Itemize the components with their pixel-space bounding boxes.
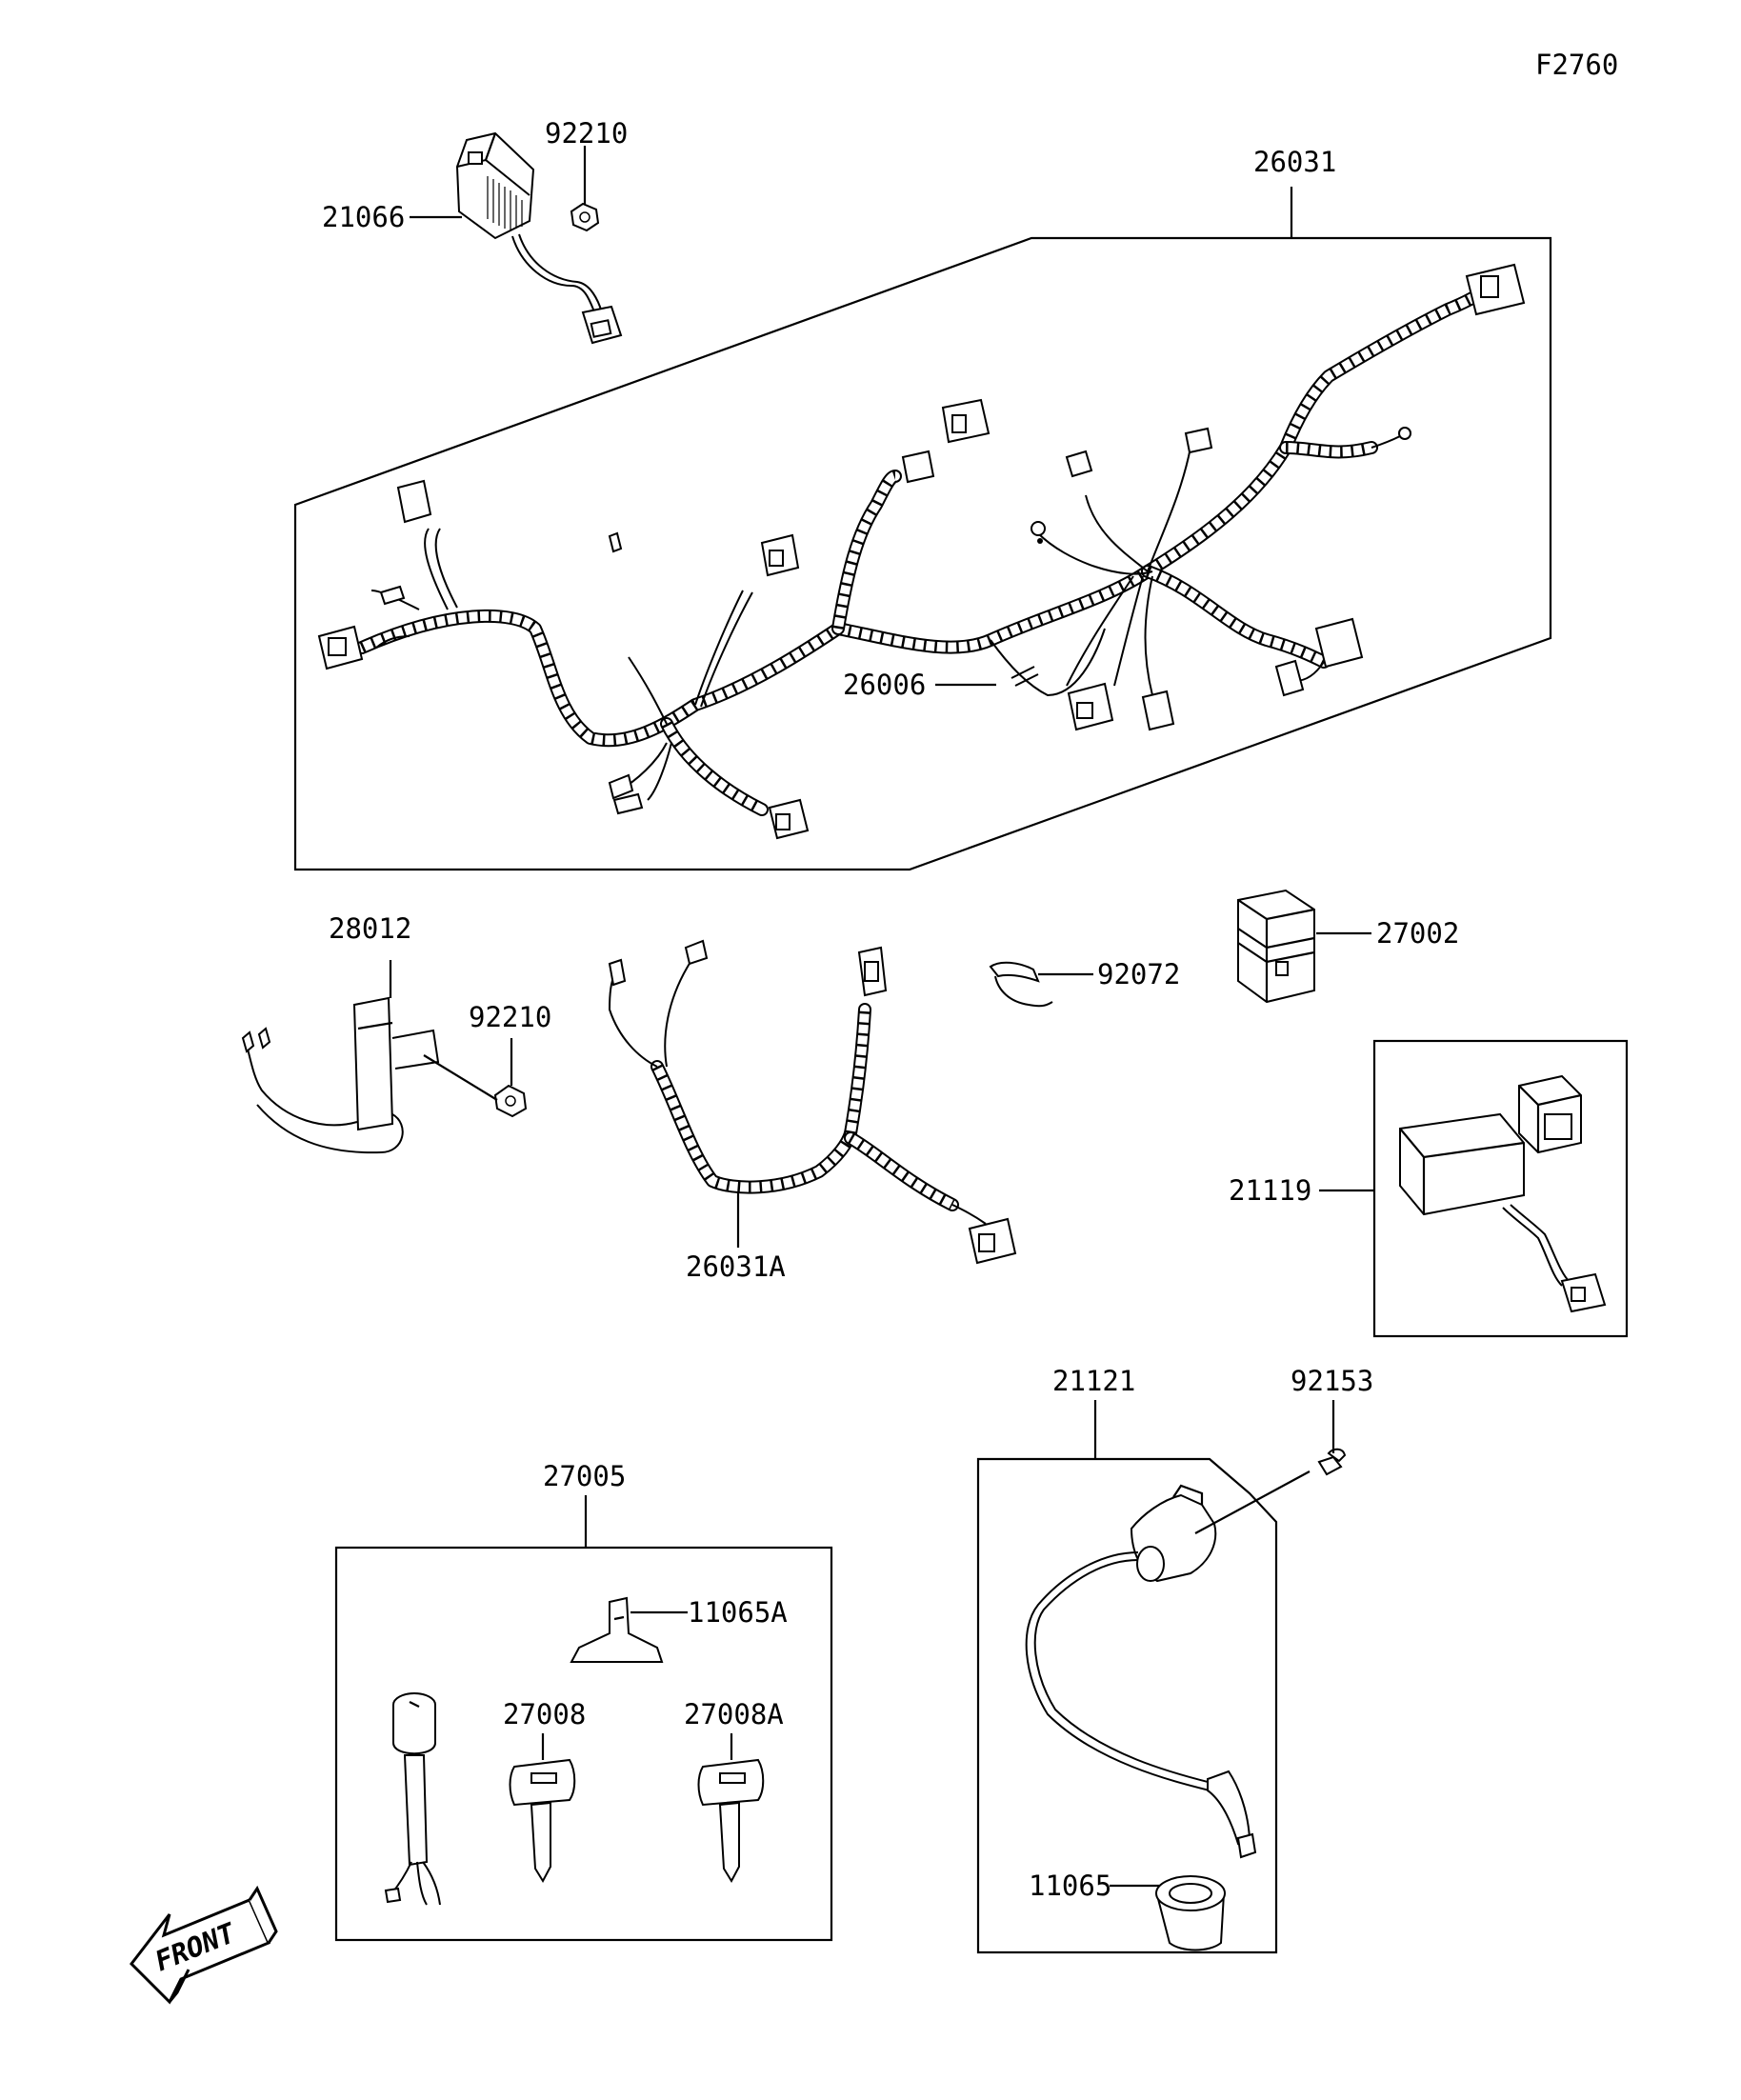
part-27008A-key[interactable] — [697, 1758, 765, 1884]
label-26006: 26006 — [843, 669, 926, 701]
box-21119 — [1372, 1039, 1629, 1338]
label-92210-top: 92210 — [545, 117, 628, 150]
label-26031A: 26031A — [686, 1250, 786, 1283]
part-21119-cdi-unit[interactable] — [1399, 1074, 1607, 1313]
front-arrow-icon — [130, 1885, 278, 2005]
label-26031: 26031 — [1253, 146, 1336, 178]
part-92072-band[interactable] — [989, 961, 1053, 1008]
figure-code: F2760 — [1535, 49, 1618, 81]
label-27008: 27008 — [503, 1698, 586, 1730]
label-92210-mid: 92210 — [469, 1001, 551, 1033]
label-92153: 92153 — [1291, 1365, 1373, 1397]
label-11065A: 11065A — [688, 1596, 788, 1629]
part-11065A-dust-cover[interactable] — [570, 1596, 664, 1663]
label-28012: 28012 — [329, 912, 411, 945]
label-21066: 21066 — [322, 201, 405, 233]
label-27002: 27002 — [1376, 917, 1459, 950]
label-27008A: 27008A — [684, 1698, 784, 1730]
box-27005 — [334, 1546, 833, 1942]
label-21121: 21121 — [1052, 1365, 1135, 1397]
part-26031-main-harness[interactable] — [317, 263, 1526, 840]
part-92210-nut-top[interactable] — [570, 202, 600, 232]
label-21119: 21119 — [1229, 1174, 1311, 1207]
part-ignition-switch[interactable] — [384, 1692, 441, 1906]
label-11065: 11065 — [1029, 1870, 1111, 1902]
part-21121-ignition-coil[interactable] — [1025, 1470, 1311, 1859]
part-27008-key[interactable] — [509, 1758, 576, 1884]
part-27002-relay[interactable] — [1237, 889, 1315, 1004]
part-11065-cap[interactable] — [1155, 1875, 1226, 1951]
box-26031 — [293, 236, 1552, 871]
label-27005: 27005 — [543, 1460, 626, 1492]
part-21066-regulator[interactable] — [455, 131, 623, 345]
label-92072: 92072 — [1097, 958, 1180, 990]
part-92210-nut-mid[interactable] — [493, 1084, 528, 1118]
part-26031A-sub-harness[interactable] — [608, 939, 1017, 1265]
part-92153-bolt[interactable] — [1317, 1448, 1347, 1476]
box-21121 — [976, 1457, 1278, 1954]
part-28012-sensor[interactable] — [241, 996, 440, 1154]
